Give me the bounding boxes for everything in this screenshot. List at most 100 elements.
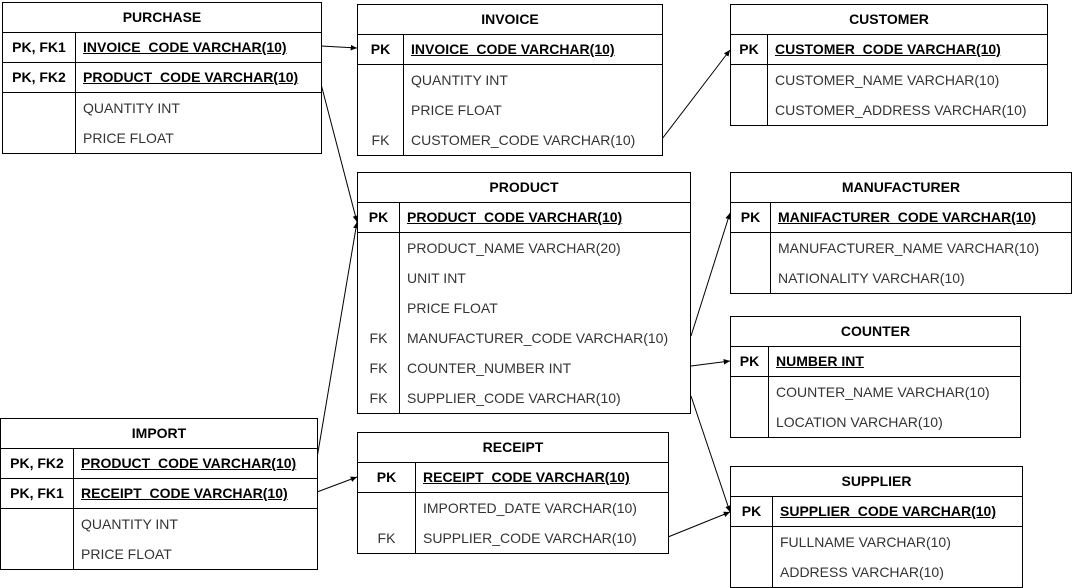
key-label: PK — [731, 347, 769, 376]
field-row[interactable]: PRODUCT_NAME VARCHAR(20) — [358, 233, 690, 263]
field-label: QUANTITY INT — [411, 72, 508, 88]
field-label: COUNTER_NUMBER INT — [407, 360, 572, 376]
field-row[interactable]: QUANTITY INT — [358, 65, 662, 95]
field-row[interactable]: CUSTOMER_ADDRESS VARCHAR(10) — [731, 95, 1047, 125]
field-label: ADDRESS VARCHAR(10) — [780, 564, 944, 580]
field-label: CUSTOMER_NAME VARCHAR(10) — [775, 72, 1000, 88]
key-label — [358, 293, 400, 323]
key-label — [731, 233, 771, 263]
field-row[interactable]: PRICE FLOAT — [358, 95, 662, 125]
key-label — [731, 407, 769, 437]
rel-product-counter — [690, 359, 731, 367]
key-label: PK, FK1 — [3, 33, 76, 62]
key-label — [3, 93, 76, 123]
field-label: PRICE FLOAT — [407, 300, 498, 316]
key-label — [358, 263, 400, 293]
field-label: LOCATION VARCHAR(10) — [776, 414, 943, 430]
key-label: FK — [358, 353, 400, 383]
rel-product-manufacturer — [690, 212, 731, 337]
field-label: COUNTER_NAME VARCHAR(10) — [776, 384, 990, 400]
rel-purchase-product — [320, 83, 359, 223]
pk-field: CUSTOMER_CODE VARCHAR(10) — [775, 41, 1001, 57]
entity-title: RECEIPT — [358, 433, 668, 463]
key-label: PK, FK2 — [1, 449, 74, 478]
pk-row[interactable]: PK, FK2 PRODUCT_CODE VARCHAR(10) — [1, 449, 317, 479]
key-label: PK — [358, 35, 404, 64]
field-label: PRICE FLOAT — [411, 102, 502, 118]
field-row[interactable]: CUSTOMER_NAME VARCHAR(10) — [731, 65, 1047, 95]
key-label — [358, 493, 416, 523]
field-row[interactable]: PRICE FLOAT — [1, 539, 317, 569]
field-row[interactable]: FK COUNTER_NUMBER INT — [358, 353, 690, 383]
entity-title: PURCHASE — [3, 3, 321, 33]
field-label: QUANTITY INT — [83, 100, 180, 116]
field-label: PRICE FLOAT — [83, 130, 174, 146]
field-row[interactable]: PRICE FLOAT — [3, 123, 321, 153]
pk-field: SUPPLIER_CODE VARCHAR(10) — [780, 503, 996, 519]
pk-row[interactable]: PK NUMBER INT — [731, 347, 1020, 377]
pk-field: NUMBER INT — [776, 353, 864, 369]
rel-import-receipt — [316, 476, 358, 493]
field-row[interactable]: COUNTER_NAME VARCHAR(10) — [731, 377, 1020, 407]
entity-title: SUPPLIER — [731, 467, 1022, 497]
key-label: FK — [358, 323, 400, 353]
field-label: PRODUCT_NAME VARCHAR(20) — [407, 240, 621, 256]
field-row[interactable]: NATIONALITY VARCHAR(10) — [731, 263, 1071, 293]
field-label: NATIONALITY VARCHAR(10) — [778, 270, 965, 286]
entity-title: IMPORT — [1, 419, 317, 449]
field-row[interactable]: IMPORTED_DATE VARCHAR(10) — [358, 493, 668, 523]
field-label: SUPPLIER_CODE VARCHAR(10) — [407, 390, 621, 406]
pk-row[interactable]: PK, FK1 INVOICE_CODE VARCHAR(10) — [3, 33, 321, 63]
rel-purchase-invoice — [320, 44, 358, 51]
field-row[interactable]: UNIT INT — [358, 263, 690, 293]
pk-field: RECEIPT_CODE VARCHAR(10) — [423, 469, 630, 485]
pk-field: INVOICE_CODE VARCHAR(10) — [83, 39, 287, 55]
field-row[interactable]: QUANTITY INT — [1, 509, 317, 539]
entity-title: CUSTOMER — [731, 5, 1047, 35]
field-row[interactable]: FULLNAME VARCHAR(10) — [731, 527, 1022, 557]
field-label: CUSTOMER_CODE VARCHAR(10) — [411, 132, 636, 148]
key-label: PK — [358, 463, 416, 492]
field-row[interactable]: QUANTITY INT — [3, 93, 321, 123]
entity-title: PRODUCT — [358, 173, 690, 203]
field-row[interactable]: MANUFACTURER_NAME VARCHAR(10) — [731, 233, 1071, 263]
pk-row[interactable]: PK RECEIPT_CODE VARCHAR(10) — [358, 463, 668, 493]
pk-row[interactable]: PK MANIFACTURER_CODE VARCHAR(10) — [731, 203, 1071, 233]
key-label: PK — [731, 35, 768, 64]
key-label — [3, 123, 76, 153]
field-label: UNIT INT — [407, 270, 466, 286]
pk-row[interactable]: PK CUSTOMER_CODE VARCHAR(10) — [731, 35, 1047, 65]
field-row[interactable]: PRICE FLOAT — [358, 293, 690, 323]
field-row[interactable]: ADDRESS VARCHAR(10) — [731, 557, 1022, 587]
pk-field: PRODUCT_CODE VARCHAR(10) — [407, 209, 623, 225]
entity-title: COUNTER — [731, 317, 1020, 347]
field-row[interactable]: LOCATION VARCHAR(10) — [731, 407, 1020, 437]
pk-field: MANIFACTURER_CODE VARCHAR(10) — [778, 209, 1036, 225]
field-label: PRICE FLOAT — [81, 546, 172, 562]
pk-field: PRODUCT_CODE VARCHAR(10) — [81, 455, 297, 471]
entity-title: INVOICE — [358, 5, 662, 35]
key-label: PK — [731, 203, 771, 232]
key-label — [358, 95, 404, 125]
field-label: SUPPLIER_CODE VARCHAR(10) — [423, 530, 637, 546]
key-label: PK, FK1 — [1, 479, 74, 508]
